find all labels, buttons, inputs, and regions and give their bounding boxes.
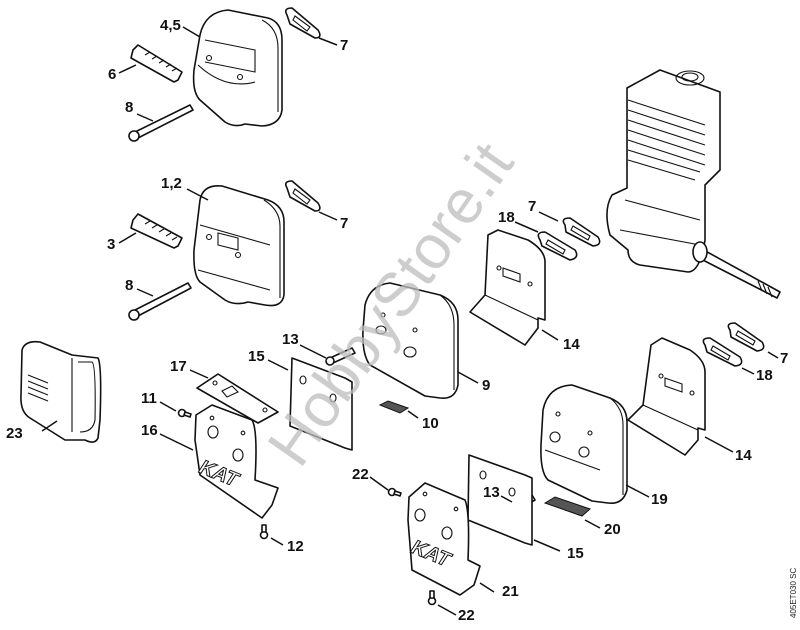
part-labels: 4,5 7 6 8 1,2 7 3 8 7 18 14 9 13 15 10 1… <box>6 17 788 624</box>
label-screw-13b: 13 <box>483 484 500 501</box>
gasket-18b <box>702 337 743 367</box>
label-screw-12: 12 <box>287 538 304 555</box>
label-cover-16: 16 <box>141 422 158 439</box>
screen-10 <box>378 400 410 414</box>
leader-lines <box>41 26 779 616</box>
label-gasket-7d: 7 <box>780 350 788 367</box>
label-plate-17: 17 <box>170 358 187 375</box>
engine-cylinder <box>606 69 781 299</box>
muffler-4-5 <box>192 9 283 127</box>
label-gasket-7b: 7 <box>340 215 348 232</box>
screw-22a <box>387 487 402 497</box>
label-screw-11: 11 <box>141 390 157 407</box>
screw-13a <box>325 347 356 366</box>
label-heat-shield-14a: 14 <box>563 336 580 353</box>
screen-20 <box>543 496 591 517</box>
drawing-code: 405ET030 SC <box>789 568 798 618</box>
screw-11 <box>177 408 192 418</box>
bolt-8b <box>128 282 192 321</box>
gasket-7a <box>285 7 321 39</box>
screw-22b <box>427 590 437 606</box>
gasket-7d <box>727 322 765 352</box>
label-heat-shield-14b: 14 <box>735 447 752 464</box>
label-plate-15b: 15 <box>567 545 584 562</box>
heat-shield-14b <box>627 337 706 456</box>
label-gasket-18b: 18 <box>756 367 773 384</box>
label-cover-21: 21 <box>502 583 519 600</box>
cover-21: KAT <box>407 482 481 596</box>
label-deflector-23: 23 <box>6 425 23 442</box>
label-muffler-4-5: 4,5 <box>160 17 181 34</box>
label-gasket-7c: 7 <box>528 198 536 215</box>
label-gasket-7a: 7 <box>340 37 348 54</box>
deflector-23 <box>20 340 102 443</box>
label-screw-13a: 13 <box>282 331 299 348</box>
label-muffler-9: 9 <box>482 377 490 394</box>
heat-shield-14a <box>469 229 546 346</box>
label-gasket-18a: 18 <box>498 209 515 226</box>
spark-arrestor-3 <box>130 213 183 249</box>
label-muffler-19: 19 <box>651 491 668 508</box>
plate-15a <box>289 357 353 451</box>
label-spark-arrestor-3: 3 <box>107 236 115 253</box>
muffler-1-2 <box>193 184 285 307</box>
plate-15b <box>467 454 533 546</box>
bolt-8a <box>128 104 194 142</box>
gasket-7c <box>562 217 601 247</box>
label-screen-10: 10 <box>422 415 439 432</box>
gasket-18a <box>537 231 578 261</box>
label-screw-22a: 22 <box>352 466 369 483</box>
label-plate-15a: 15 <box>248 348 265 365</box>
muffler-9 <box>362 282 459 400</box>
label-muffler-1-2: 1,2 <box>161 175 182 192</box>
label-screw-22b: 22 <box>458 607 475 624</box>
label-bolt-8a: 8 <box>125 99 133 116</box>
gasket-7b <box>285 180 321 212</box>
spark-arrestor-6 <box>130 44 183 83</box>
label-screen-20: 20 <box>604 521 621 538</box>
cover-16: KAT <box>194 404 279 519</box>
screw-12 <box>259 524 269 540</box>
label-spark-arrestor-6: 6 <box>108 66 116 83</box>
plate-17 <box>196 373 279 424</box>
muffler-19 <box>540 384 628 505</box>
label-bolt-8b: 8 <box>125 277 133 294</box>
